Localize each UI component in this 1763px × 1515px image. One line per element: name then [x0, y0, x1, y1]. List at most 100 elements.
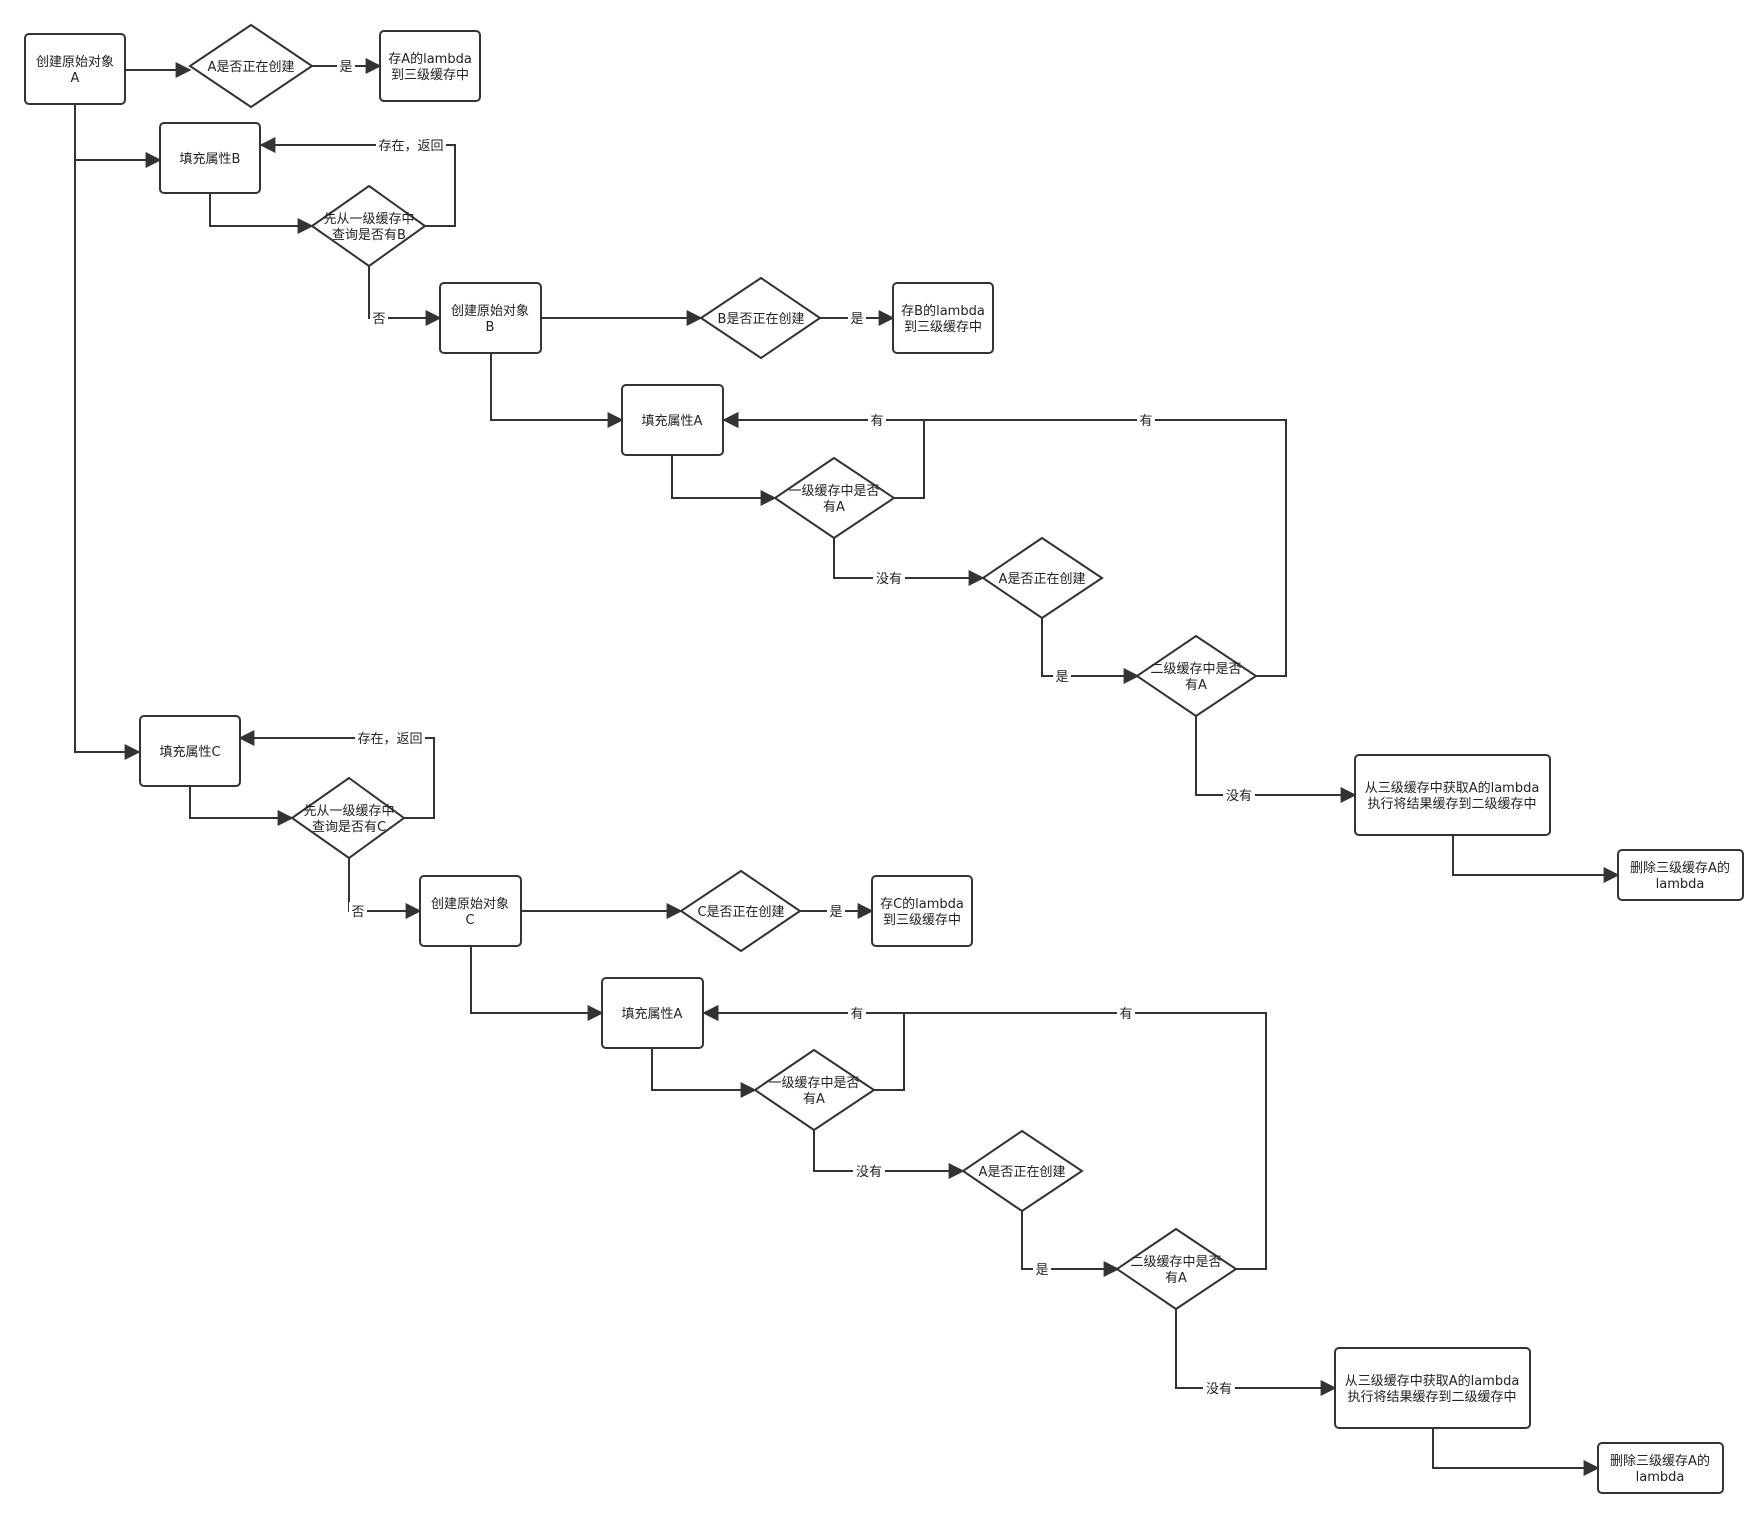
node-l1-a1-label: 一级缓存中是否有A — [788, 484, 879, 515]
node-l1-a2-decision[interactable]: 一级缓存中是否有A — [753, 1048, 876, 1132]
edge-l1-b-exists-return — [259, 137, 456, 227]
node-fill-a1-label: 填充属性A — [642, 413, 703, 429]
edge-labels: 是 存在，返回 否 是 有 有 没有 是 没有 存在，返回 否 是 有 有 没有… — [337, 57, 1255, 1397]
node-l2-a2-label: 二级缓存中是否有A — [1130, 1255, 1221, 1286]
node-label-line: 删除三级缓存A的 — [1630, 860, 1730, 876]
node-l2-a2-decision[interactable]: 二级缓存中是否有A — [1115, 1227, 1238, 1311]
edge-get-l3-a1-to-del — [1452, 835, 1620, 883]
svg-text:有: 有 — [1119, 1007, 1132, 1022]
node-label-line: C是否正在创建 — [697, 905, 784, 920]
edge-get-l3-a2-to-del — [1432, 1428, 1600, 1476]
node-label-line: 先从一级缓存中 — [323, 212, 414, 227]
svg-text:是: 是 — [339, 60, 352, 75]
node-a-creating2-decision[interactable]: A是否正在创建 — [961, 1129, 1084, 1213]
node-l2-a1-label: 二级缓存中是否有A — [1150, 662, 1241, 693]
node-label-line: 有A — [823, 500, 845, 515]
node-a-creating-decision[interactable]: A是否正在创建 — [188, 23, 314, 109]
node-label-line: 有A — [1185, 678, 1207, 693]
svg-text:有: 有 — [850, 1007, 863, 1022]
node-label-line: lambda — [1656, 877, 1705, 892]
node-a-creating-label: A是否正在创建 — [208, 60, 295, 75]
node-label-line: 二级缓存中是否 — [1150, 662, 1241, 677]
node-l1-c-decision[interactable]: 先从一级缓存中查询是否有C — [290, 776, 406, 860]
svg-text:否: 否 — [372, 312, 385, 327]
node-fill-b[interactable]: 填充属性B — [159, 122, 261, 194]
svg-text:没有: 没有 — [876, 572, 902, 587]
node-c-creating-decision[interactable]: C是否正在创建 — [679, 869, 802, 953]
edge-label-has-not: 没有 — [873, 569, 905, 587]
node-a-creating1-decision[interactable]: A是否正在创建 — [981, 536, 1104, 620]
node-fill-c[interactable]: 填充属性C — [139, 715, 241, 787]
edge-l1-a2-hasnot — [813, 1130, 965, 1179]
edge-a-creating2-yes — [1021, 1211, 1120, 1277]
edge-create-a-spine — [74, 104, 141, 760]
node-l1-a2-label: 一级缓存中是否有A — [768, 1076, 859, 1107]
edge-fill-a2-to-l1-a2 — [651, 1048, 757, 1098]
node-label-line: A是否正在创建 — [999, 572, 1086, 587]
edge-a-creating1-yes — [1041, 618, 1140, 684]
node-label-line: 到三级缓存中 — [391, 68, 469, 83]
node-label-line: A是否正在创建 — [979, 1165, 1066, 1180]
edges — [74, 58, 1620, 1476]
edge-label-has-not: 没有 — [1203, 1379, 1235, 1397]
node-a-creating1-label: A是否正在创建 — [999, 572, 1086, 587]
node-label-line: 创建原始对象 — [36, 55, 114, 70]
node-label-line: 创建原始对象 — [431, 897, 509, 912]
edge-fill-c-to-l1-c — [189, 787, 294, 826]
node-l1-a1-decision[interactable]: 一级缓存中是否有A — [773, 456, 896, 540]
node-label-line: 先从一级缓存中 — [303, 804, 394, 819]
edge-label-has: 有 — [1117, 1004, 1135, 1022]
edge-label-has-not: 没有 — [1223, 786, 1255, 804]
edge-label-yes: 是 — [848, 309, 866, 327]
node-b-creating-decision[interactable]: B是否正在创建 — [699, 276, 822, 360]
node-fill-a1[interactable]: 填充属性A — [621, 384, 724, 456]
node-label-line: 创建原始对象 — [451, 304, 529, 319]
node-l1-c-label: 先从一级缓存中查询是否有C — [303, 804, 394, 835]
svg-text:存在，返回: 存在，返回 — [357, 732, 422, 747]
edge-label-yes: 是 — [337, 57, 355, 75]
node-fill-a2-label: 填充属性A — [622, 1006, 683, 1022]
node-label-line: 存B的lambda — [901, 303, 985, 319]
svg-text:否: 否 — [351, 905, 364, 920]
node-label-line: 填充属性A — [622, 1006, 683, 1022]
node-a-creating2-label: A是否正在创建 — [979, 1165, 1066, 1180]
edge-label-exists-return: 存在，返回 — [355, 729, 425, 747]
edge-l2-a1-hasnot — [1195, 716, 1357, 803]
node-label-line: 从三级缓存中获取A的lambda — [1345, 1373, 1520, 1389]
node-label-line: A — [71, 71, 80, 86]
node-label-line: lambda — [1636, 1470, 1685, 1485]
node-label-line: 执行将结果缓存到二级缓存中 — [1347, 1390, 1516, 1405]
node-fill-a2[interactable]: 填充属性A — [601, 977, 704, 1049]
node-label-line: 到三级缓存中 — [904, 320, 982, 335]
edge-fill-a1-to-l1-a1 — [671, 456, 777, 506]
edge-l2-a2-has — [702, 1005, 1267, 1270]
node-l1-b-decision[interactable]: 先从一级缓存中查询是否有B — [310, 184, 427, 268]
node-label-line: B — [486, 320, 495, 335]
node-l2-a1-decision[interactable]: 二级缓存中是否有A — [1135, 634, 1258, 718]
edge-create-b-to-fill-a1 — [490, 352, 624, 428]
edge-label-yes: 是 — [1053, 667, 1071, 685]
edge-label-yes: 是 — [1033, 1260, 1051, 1278]
node-c-creating-label: C是否正在创建 — [697, 905, 784, 920]
edge-l1-b-no-to-create-b — [368, 266, 442, 326]
svg-text:有: 有 — [870, 414, 883, 429]
svg-text:有: 有 — [1139, 414, 1152, 429]
node-label-line: A是否正在创建 — [208, 60, 295, 75]
